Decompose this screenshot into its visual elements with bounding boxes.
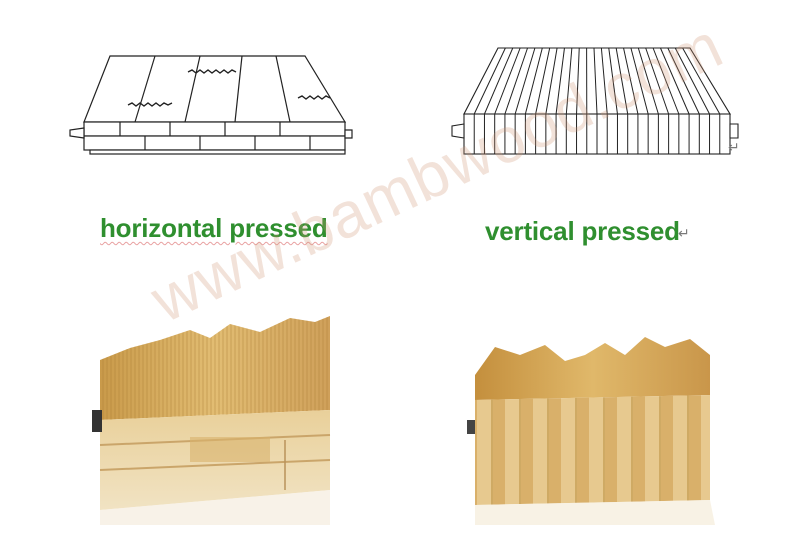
horizontal-pressed-caption: horizontal pressed bbox=[100, 213, 328, 243]
vertical-pressed-photo bbox=[467, 337, 715, 525]
vertical-pressed-diagram bbox=[451, 47, 739, 155]
horizontal-pressed-diagram bbox=[69, 55, 353, 155]
vertical-pressed-caption: vertical pressed bbox=[485, 216, 680, 246]
horizontal-pressed-photo bbox=[92, 316, 331, 525]
paragraph-return-mark-top: ↵ bbox=[728, 140, 740, 156]
paragraph-return-mark: ↵ bbox=[678, 226, 690, 242]
